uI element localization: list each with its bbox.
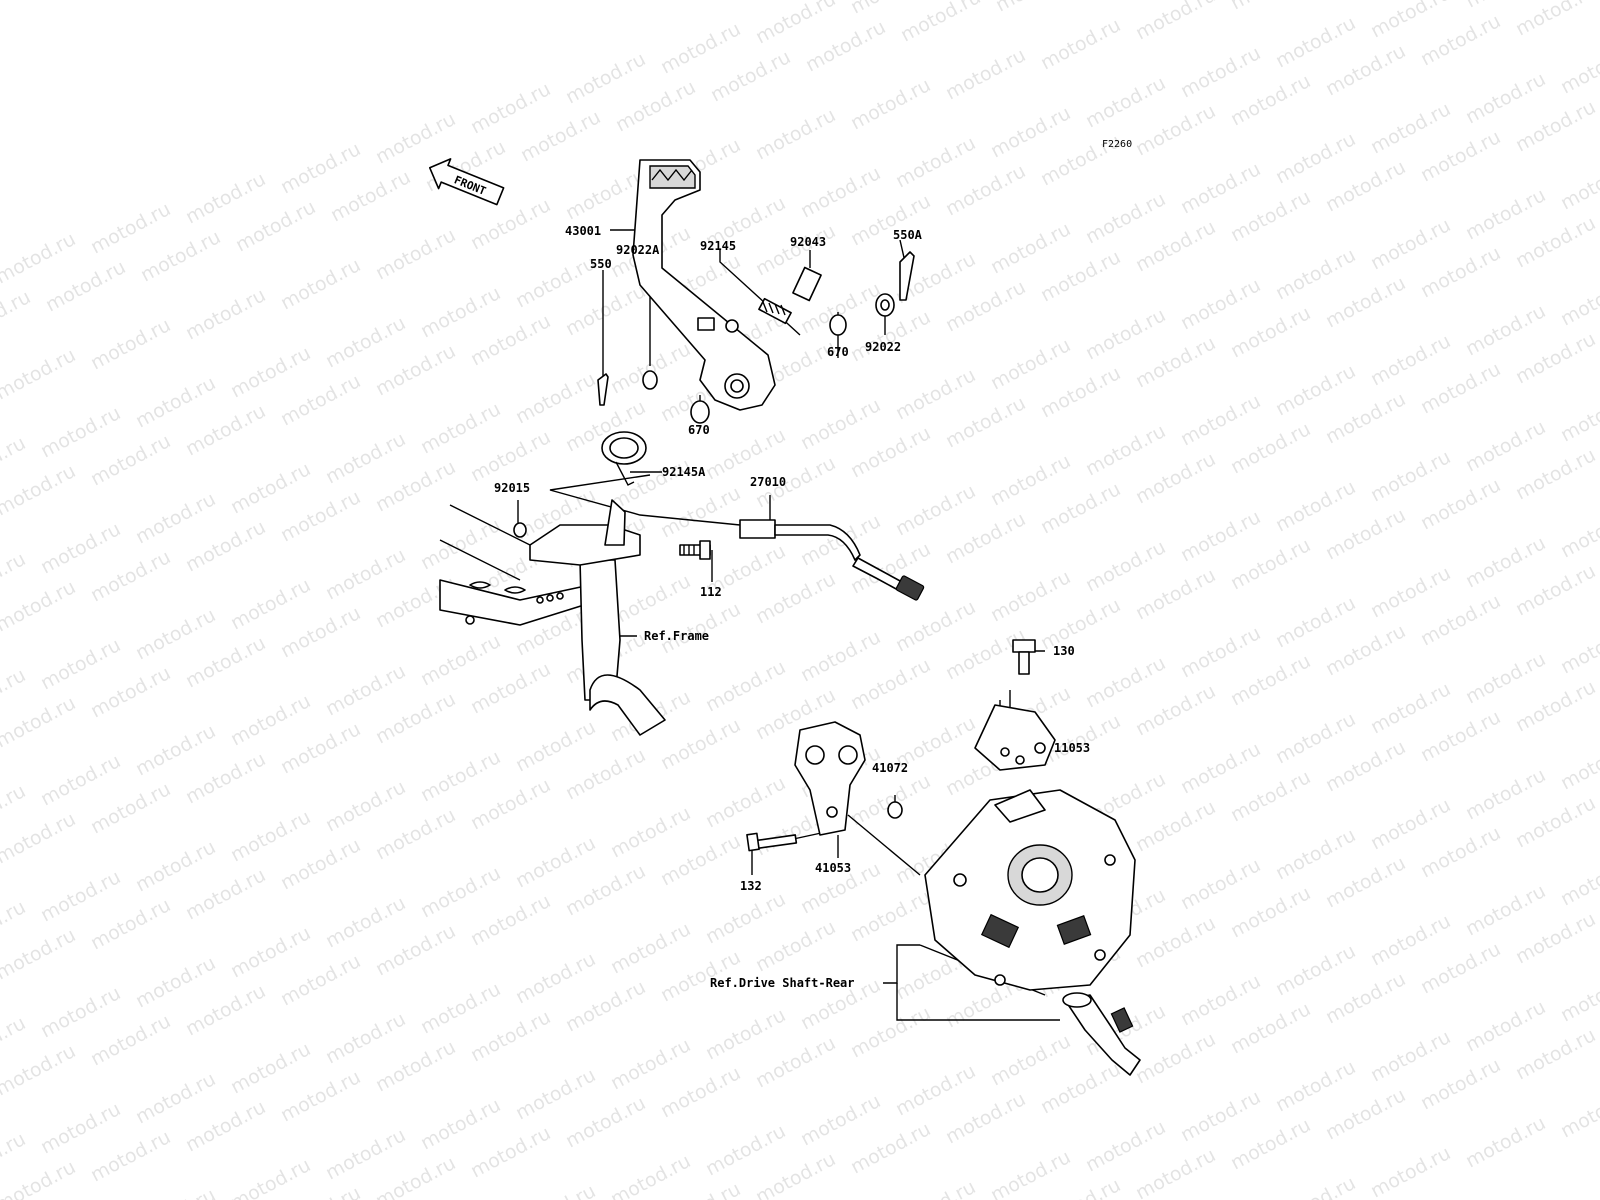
ref-drive-shaft-label: Ref.Drive Shaft-Rear — [710, 976, 855, 990]
figure-code: F2260 — [1102, 139, 1132, 150]
drive-shaft-housing — [924, 789, 1141, 1076]
label-41053: 41053 — [815, 861, 851, 875]
return-spring — [601, 431, 647, 486]
label-130: 130 — [1053, 644, 1075, 658]
label-92015: 92015 — [494, 481, 530, 495]
label-670-upper: 670 — [827, 345, 849, 359]
brake-cam-group — [746, 721, 903, 852]
label-92022A: 92022A — [616, 243, 660, 257]
frame-section — [439, 499, 925, 736]
label-27010: 27010 — [750, 475, 786, 489]
label-92043: 92043 — [790, 235, 826, 249]
label-92145A: 92145A — [662, 465, 706, 479]
label-92145: 92145 — [700, 239, 736, 253]
label-132: 132 — [740, 879, 762, 893]
label-550A: 550A — [893, 228, 923, 242]
label-11053: 11053 — [1054, 741, 1090, 755]
pedal-hardware — [597, 251, 915, 424]
bracket-group — [974, 639, 1056, 771]
label-112: 112 — [700, 585, 722, 599]
label-41072: 41072 — [872, 761, 908, 775]
label-550: 550 — [590, 257, 612, 271]
brake-pedal — [632, 159, 776, 411]
ref-frame-label: Ref.Frame — [644, 629, 709, 643]
label-43001: 43001 — [565, 224, 601, 238]
label-670-lower: 670 — [688, 423, 710, 437]
label-92022: 92022 — [865, 340, 901, 354]
